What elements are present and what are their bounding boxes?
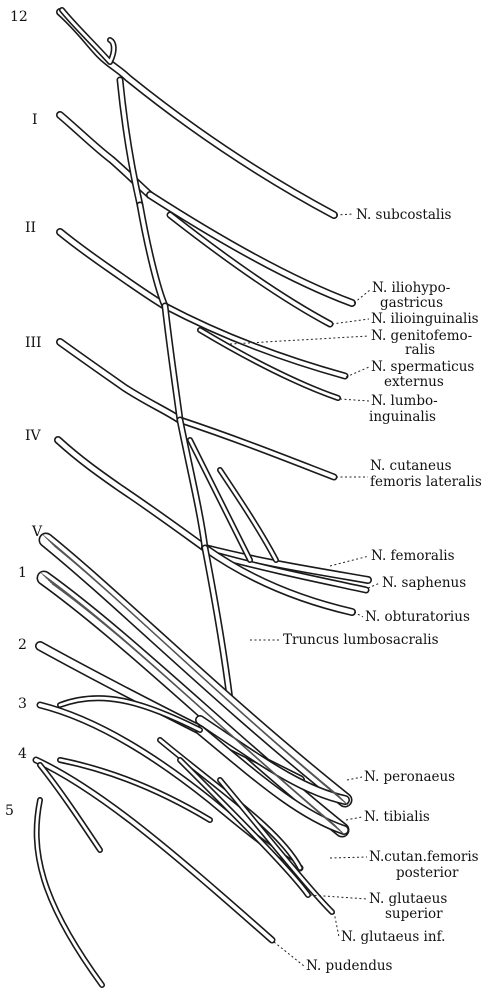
label-n-peronaeus: N. peronaeus — [364, 769, 455, 785]
label-truncus-lumbosacralis: Truncus lumbosacralis — [283, 632, 439, 648]
leader-peronaeus — [347, 777, 362, 780]
segment-label-1: 1 — [18, 565, 27, 581]
leader-iliohypogastricus — [354, 290, 370, 303]
label-n-iliohypogastricus: N. iliohypo- gastricus — [372, 280, 455, 311]
pudendal-nerve — [36, 760, 272, 940]
leader-pudendus — [274, 942, 304, 966]
leader-obturatorius — [354, 612, 363, 617]
label-n-saphenus: N. saphenus — [382, 575, 466, 591]
segment-label-V: V — [31, 524, 43, 540]
label-n-glutaeus-inf: N. glutaeus inf. — [341, 929, 445, 945]
label-n-subcostalis: N. subcostalis — [356, 207, 452, 223]
segment-label-II: II — [25, 220, 36, 236]
leader-lumboinguinalis — [340, 399, 369, 401]
label-n-tibialis: N. tibialis — [364, 809, 430, 825]
root-12-ganglion — [62, 10, 114, 62]
label-n-genitofemoralis: N. genitofemo- ralis — [371, 328, 477, 358]
segment-label-5: 5 — [5, 803, 14, 819]
leader-tibialis — [346, 817, 362, 820]
label-n-glutaeus-superior: N. glutaeus superior — [369, 891, 452, 922]
root-IV-stem — [58, 440, 205, 548]
root-5-stem — [37, 800, 102, 985]
label-n-pudendus: N. pudendus — [306, 958, 393, 974]
leader-spermaticus — [346, 367, 369, 377]
leader-subcostalis — [336, 214, 354, 215]
root-III-stem — [60, 342, 180, 420]
segment-label-III: III — [25, 335, 42, 351]
ilioinguinal-nerve — [170, 215, 330, 324]
label-n-lumboinguinalis: N. lumbo- inguinalis — [369, 393, 442, 425]
leader-femoralis — [330, 556, 369, 566]
segment-label-3: 3 — [18, 696, 27, 712]
spermaticus-branch — [200, 330, 338, 398]
leader-ilioinguinalis — [332, 319, 369, 324]
segment-label-12: 12 — [10, 9, 28, 25]
label-n-obturatorius: N. obturatorius — [365, 609, 470, 625]
segment-label-I: I — [32, 112, 38, 128]
label-n-cutan-femoris-posterior: N.cutan.femoris posterior — [369, 849, 483, 881]
subcostal-nerve — [60, 12, 334, 215]
label-n-ilioinguinalis: N. ilioinguinalis — [371, 311, 479, 327]
leader-cutan-post — [330, 857, 367, 858]
lumbar-connector-3 — [165, 306, 180, 420]
segment-label-IV: IV — [25, 428, 42, 444]
lumbar-connector-1 — [120, 80, 140, 205]
segment-label-4: 4 — [18, 746, 27, 762]
leader-saphenus — [368, 583, 380, 588]
nerve-drawing — [36, 10, 368, 985]
segment-label-2: 2 — [18, 637, 27, 653]
label-n-femoralis: N. femoralis — [371, 548, 455, 564]
label-n-spermaticus-externus: N. spermaticus externus — [371, 359, 479, 390]
label-n-cutaneus-femoris-lateralis: N. cutaneus femoris lateralis — [370, 458, 482, 490]
leader-glut-inf — [334, 912, 339, 937]
